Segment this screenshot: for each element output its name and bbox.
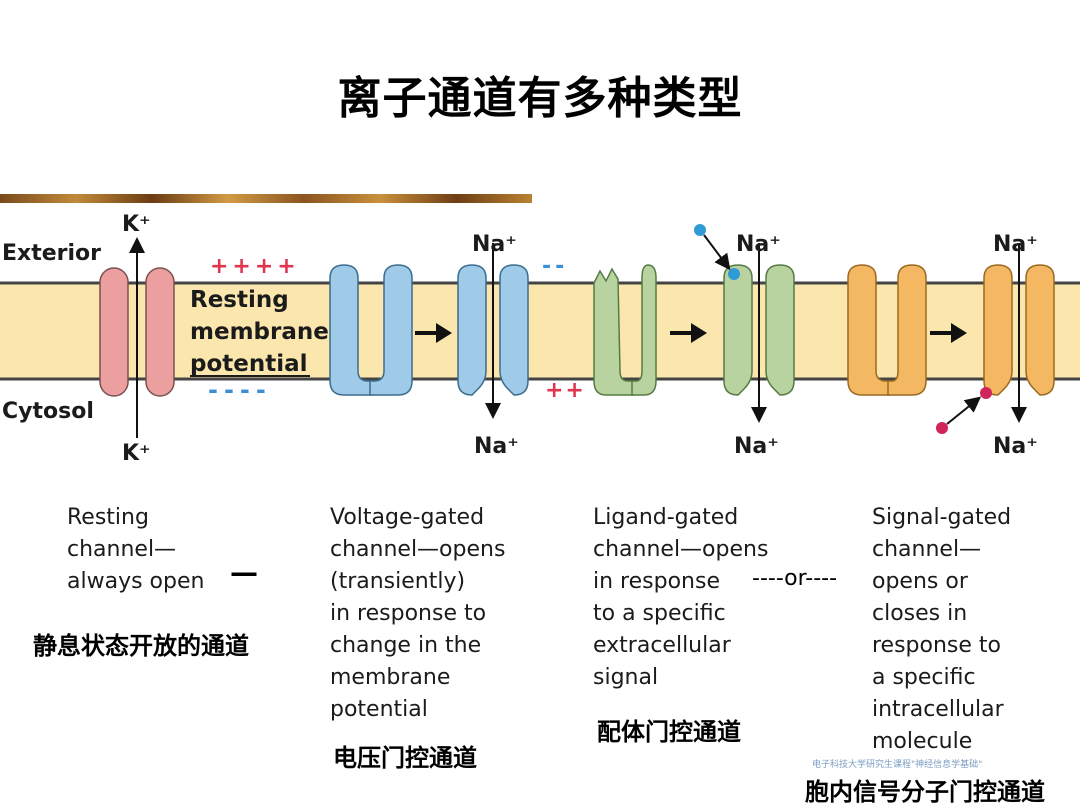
ligand-molecule (694, 224, 706, 236)
signal-channel-open (983, 264, 1055, 396)
resting-potential-line-3: potential (190, 351, 308, 377)
minus-charges-top: -- (542, 254, 568, 279)
resting-channel-cn-label: 静息状态开放的通道 (33, 632, 249, 660)
voltage-channel-closed (329, 264, 413, 396)
ligand-channel-open (723, 264, 795, 396)
minus-charges-bottom: ---- (208, 376, 272, 404)
na-bottom-signal: Na⁺ (993, 434, 1038, 459)
signal-channel-cn-label: 胞内信号分子门控通道 (805, 778, 1045, 806)
ion-channel-diagram: Exterior Cytosol K⁺ K⁺ ++++ Resting memb… (0, 212, 1080, 466)
plus-charges-top: ++++ (210, 254, 300, 279)
exterior-label: Exterior (2, 241, 101, 266)
signal-channel-closed (847, 264, 927, 396)
resting-channel-description: Resting channel— always open (67, 505, 205, 594)
resting-potential-line-1: Resting (190, 287, 289, 313)
voltage-channel-open (457, 264, 529, 396)
ligand-channel-description: Ligand-gated channel—opens in response t… (593, 505, 769, 690)
voltage-channel-description: Voltage-gated channel—opens (transiently… (330, 505, 506, 722)
course-credit: 电子科技大学研究生课程"神经信息学基础" (812, 760, 983, 770)
ligand-channel-cn-label: 配体门控通道 (597, 718, 741, 746)
signal-molecule (936, 422, 948, 434)
voltage-channel-cn-label: 电压门控通道 (333, 744, 477, 772)
k-top-label: K⁺ (122, 212, 151, 237)
na-top-voltage: Na⁺ (472, 232, 517, 257)
na-top-signal: Na⁺ (993, 232, 1038, 257)
decorative-top-bar (0, 194, 532, 203)
na-bottom-ligand: Na⁺ (734, 434, 779, 459)
k-bottom-label: K⁺ (122, 441, 151, 466)
resting-channel (99, 267, 175, 397)
signal-bound (980, 387, 992, 399)
signal-binding-arrow (946, 396, 982, 425)
plus-charges-bottom: ++ (545, 378, 586, 403)
signal-channel-description: Signal-gated channel— opens or closes in… (872, 505, 1012, 754)
or-connector: ----or---- (752, 566, 838, 591)
resting-potential-line-2: membrane (190, 319, 329, 345)
ligand-channel-closed (593, 264, 657, 396)
na-top-ligand: Na⁺ (736, 232, 781, 257)
transition-arrows (415, 323, 967, 343)
na-bottom-voltage: Na⁺ (474, 434, 519, 459)
resting-dash: — (230, 556, 258, 589)
ligand-bound (728, 268, 740, 280)
ligand-binding-arrow (703, 234, 731, 271)
page-title: 离子通道有多种类型 (337, 73, 743, 124)
cytosol-label: Cytosol (2, 399, 94, 424)
